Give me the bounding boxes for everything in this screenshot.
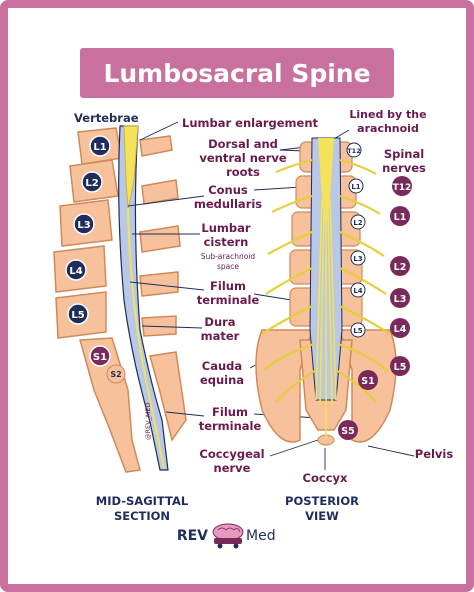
brand-med: Med	[246, 528, 276, 544]
label-dorsal-2: ventral nerve	[199, 151, 287, 165]
nerve-badge-l2-text: L2	[394, 262, 407, 273]
label-coccygeal-1: Coccygeal	[199, 447, 264, 461]
spinous-process-1	[140, 136, 172, 156]
caption-posterior-2: VIEW	[305, 509, 339, 523]
small-badge-l4-text: L4	[353, 287, 362, 295]
vertebra-l4-text: L4	[69, 266, 82, 277]
caption-posterior-1: POSTERIOR	[285, 494, 359, 508]
nerve-badge-l3-text: L3	[394, 294, 407, 305]
label-cistern-1: Lumbar	[201, 221, 250, 235]
caption-mid-sagittal-2: SECTION	[114, 509, 170, 523]
label-filum2-1: Filum	[212, 405, 248, 419]
brain-logo-icon	[213, 524, 243, 549]
nerve-badge-l5-text: L5	[394, 362, 407, 373]
label-coccygeal-2: nerve	[214, 461, 251, 475]
label-spinal-1: Spinal	[384, 147, 424, 161]
label-conus-2: medullaris	[194, 197, 262, 211]
page-title: Lumbosacral Spine	[103, 59, 370, 88]
small-badge-l5-text: L5	[353, 327, 362, 335]
vertebrae-heading: Vertebrae	[74, 111, 139, 125]
nerve-badge-l1-text: L1	[394, 212, 407, 223]
small-badge-t12-text: T12	[347, 147, 360, 155]
label-filum2-2: terminale	[199, 419, 262, 433]
small-badge-l2-text: L2	[353, 219, 362, 227]
nerve-badge-s1-text: S1	[361, 376, 374, 387]
label-spinal-2: nerves	[382, 161, 426, 175]
label-cauda-1: Cauda	[202, 359, 242, 373]
brand-rev: REV	[177, 528, 208, 544]
vertebra-l2-text: L2	[85, 178, 98, 189]
vertebra-s1-text: S1	[93, 352, 107, 363]
caption-mid-sagittal-1: MID-SAGITTAL	[96, 494, 189, 508]
vertebra-l5-text: L5	[71, 310, 84, 321]
vertebra-l1-text: L1	[93, 142, 106, 153]
watermark: @REV_MED	[144, 402, 152, 440]
vertebra-s2-text: S2	[110, 370, 121, 379]
spinous-process-3	[140, 226, 180, 252]
small-badge-l1-text: L1	[351, 183, 360, 191]
label-conus-1: Conus	[208, 183, 248, 197]
label-dorsal-3: roots	[226, 165, 260, 179]
label-filum-1: Filum	[210, 279, 246, 293]
label-arachnoid-2: arachnoid	[357, 122, 419, 135]
label-subarach-2: space	[217, 262, 239, 271]
label-dorsal-1: Dorsal and	[208, 137, 278, 151]
label-arachnoid-1: Lined by the	[349, 108, 426, 121]
label-dura-1: Dura	[204, 315, 235, 329]
label-pelvis: Pelvis	[415, 447, 454, 461]
nerve-badge-t12-text: T12	[393, 183, 412, 193]
label-subarach-1: Sub-arachnoid	[201, 252, 256, 261]
label-cauda-2: equina	[200, 373, 244, 387]
vertebra-l3-text: L3	[77, 220, 90, 231]
label-lumbar-enlargement: Lumbar enlargement	[182, 116, 319, 130]
label-cistern-2: cistern	[204, 235, 249, 249]
label-dura-2: mater	[201, 329, 240, 343]
small-badge-l3-text: L3	[353, 255, 362, 263]
nerve-badge-l4-text: L4	[394, 324, 407, 335]
nerve-badge-s5-text: S5	[341, 426, 354, 437]
label-filum-2: terminale	[197, 293, 260, 307]
label-coccyx: Coccyx	[303, 471, 348, 485]
